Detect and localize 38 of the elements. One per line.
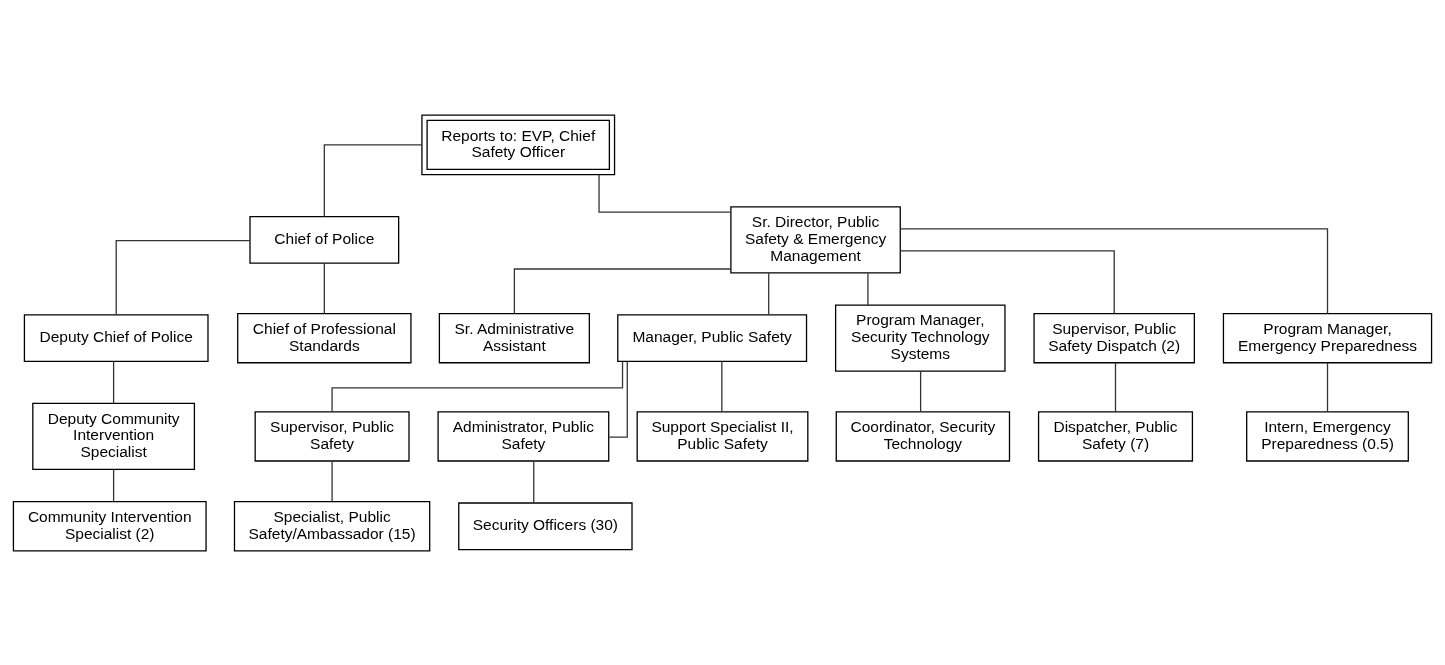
node-box: Chief of Professional Standards bbox=[237, 312, 412, 363]
node-box: Supervisor, Public Safety Dispatch (2) bbox=[1033, 312, 1195, 363]
connector bbox=[331, 460, 333, 502]
node-box: Coordinator, Security Technology bbox=[835, 410, 1011, 462]
connector bbox=[513, 267, 732, 314]
node-box: Intern, Emergency Preparedness (0.5) bbox=[1246, 410, 1409, 462]
node-box: Program Manager, Security Technology Systems bbox=[834, 304, 1006, 372]
connector bbox=[112, 468, 115, 502]
node-box: Community Intervention Specialist (2) bbox=[12, 500, 207, 551]
connector bbox=[899, 249, 1115, 314]
connector bbox=[323, 262, 325, 314]
connector bbox=[115, 239, 251, 315]
connector bbox=[323, 143, 423, 217]
node-box: Sr. Administrative Assistant bbox=[438, 312, 590, 363]
node-box: Supervisor, Public Safety bbox=[254, 410, 410, 462]
node-box: Deputy Community Intervention Specialist bbox=[32, 402, 196, 470]
node-box: Reports to: EVP, Chief Safety Officer bbox=[421, 114, 616, 175]
node-box: Deputy Chief of Police bbox=[23, 313, 209, 362]
node-box: Dispatcher, Public Safety (7) bbox=[1037, 410, 1194, 462]
connector bbox=[112, 360, 115, 404]
connector bbox=[919, 370, 922, 412]
connector bbox=[533, 460, 535, 503]
node-box: Support Specialist II, Public Safety bbox=[636, 410, 809, 462]
node-box: Security Officers (30) bbox=[458, 501, 633, 550]
connector bbox=[1114, 361, 1117, 412]
node-box: Administrator, Public Safety bbox=[437, 410, 610, 462]
node-box: Program Manager, Emergency Preparedness bbox=[1222, 312, 1433, 363]
connector bbox=[331, 360, 624, 412]
connector bbox=[768, 272, 770, 315]
node-box: Manager, Public Safety bbox=[617, 313, 808, 362]
connector bbox=[598, 173, 732, 213]
node-box: Sr. Director, Public Safety & Emergency Management bbox=[730, 205, 901, 274]
node-box: Specialist, Public Safety/Ambassador (15) bbox=[233, 500, 431, 551]
connector bbox=[900, 227, 1329, 314]
connector bbox=[867, 272, 869, 306]
node-box: Chief of Police bbox=[249, 215, 400, 264]
connector bbox=[721, 360, 723, 412]
connector bbox=[1326, 361, 1329, 412]
